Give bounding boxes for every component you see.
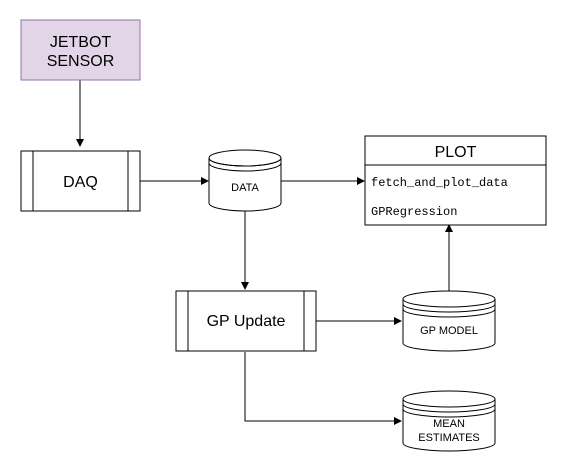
gp-model-cylinder-rim [402, 303, 496, 313]
mean-estimates-label-line1: MEAN [433, 418, 465, 430]
plot-box [364, 135, 547, 226]
gp-model-cylinder-top [402, 290, 496, 308]
gp-model-cylinder-body [402, 299, 496, 352]
mean-estimates-cylinder-rim [402, 403, 496, 413]
data-cylinder-rim [208, 157, 282, 167]
data-store-node: DATA [208, 149, 282, 212]
jetbot-sensor-label-line2: SENSOR [47, 53, 115, 70]
mean-estimates-label-line2: ESTIMATES [418, 432, 480, 444]
jetbot-sensor-node: JETBOT SENSOR [20, 19, 141, 81]
daq-box [20, 150, 141, 212]
daq-process-node: DAQ [20, 150, 141, 212]
gp-model-store-node: GP MODEL [402, 290, 496, 352]
gp-model-label: GP MODEL [420, 325, 478, 337]
jetbot-sensor-label-line1: JETBOT [50, 34, 112, 51]
daq-label: DAQ [63, 174, 98, 191]
plot-title: PLOT [435, 144, 477, 161]
gp-model-cylinder-rim2 [402, 308, 496, 318]
mean-estimates-cylinder-top [402, 390, 496, 408]
gp-update-label: GP Update [207, 313, 286, 330]
data-cylinder-body [208, 158, 282, 212]
data-cylinder-rim2 [208, 162, 282, 172]
gp-update-process-node: GP Update [175, 290, 317, 352]
plot-method-fetch: fetch_and_plot_data [371, 176, 508, 190]
plot-method-gpregression: GPRegression [371, 205, 457, 219]
data-label: DATA [231, 182, 259, 194]
mean-estimates-cylinder-body [402, 399, 496, 452]
edge-gp-update-to-mean-estimates [244, 352, 402, 425]
mean-estimates-store-node: MEAN ESTIMATES [402, 390, 496, 452]
plot-node: PLOT fetch_and_plot_data GPRegression [364, 135, 547, 226]
gp-update-box [175, 290, 317, 352]
mean-estimates-cylinder-rim2 [402, 408, 496, 418]
jetbot-sensor-box [20, 19, 141, 81]
